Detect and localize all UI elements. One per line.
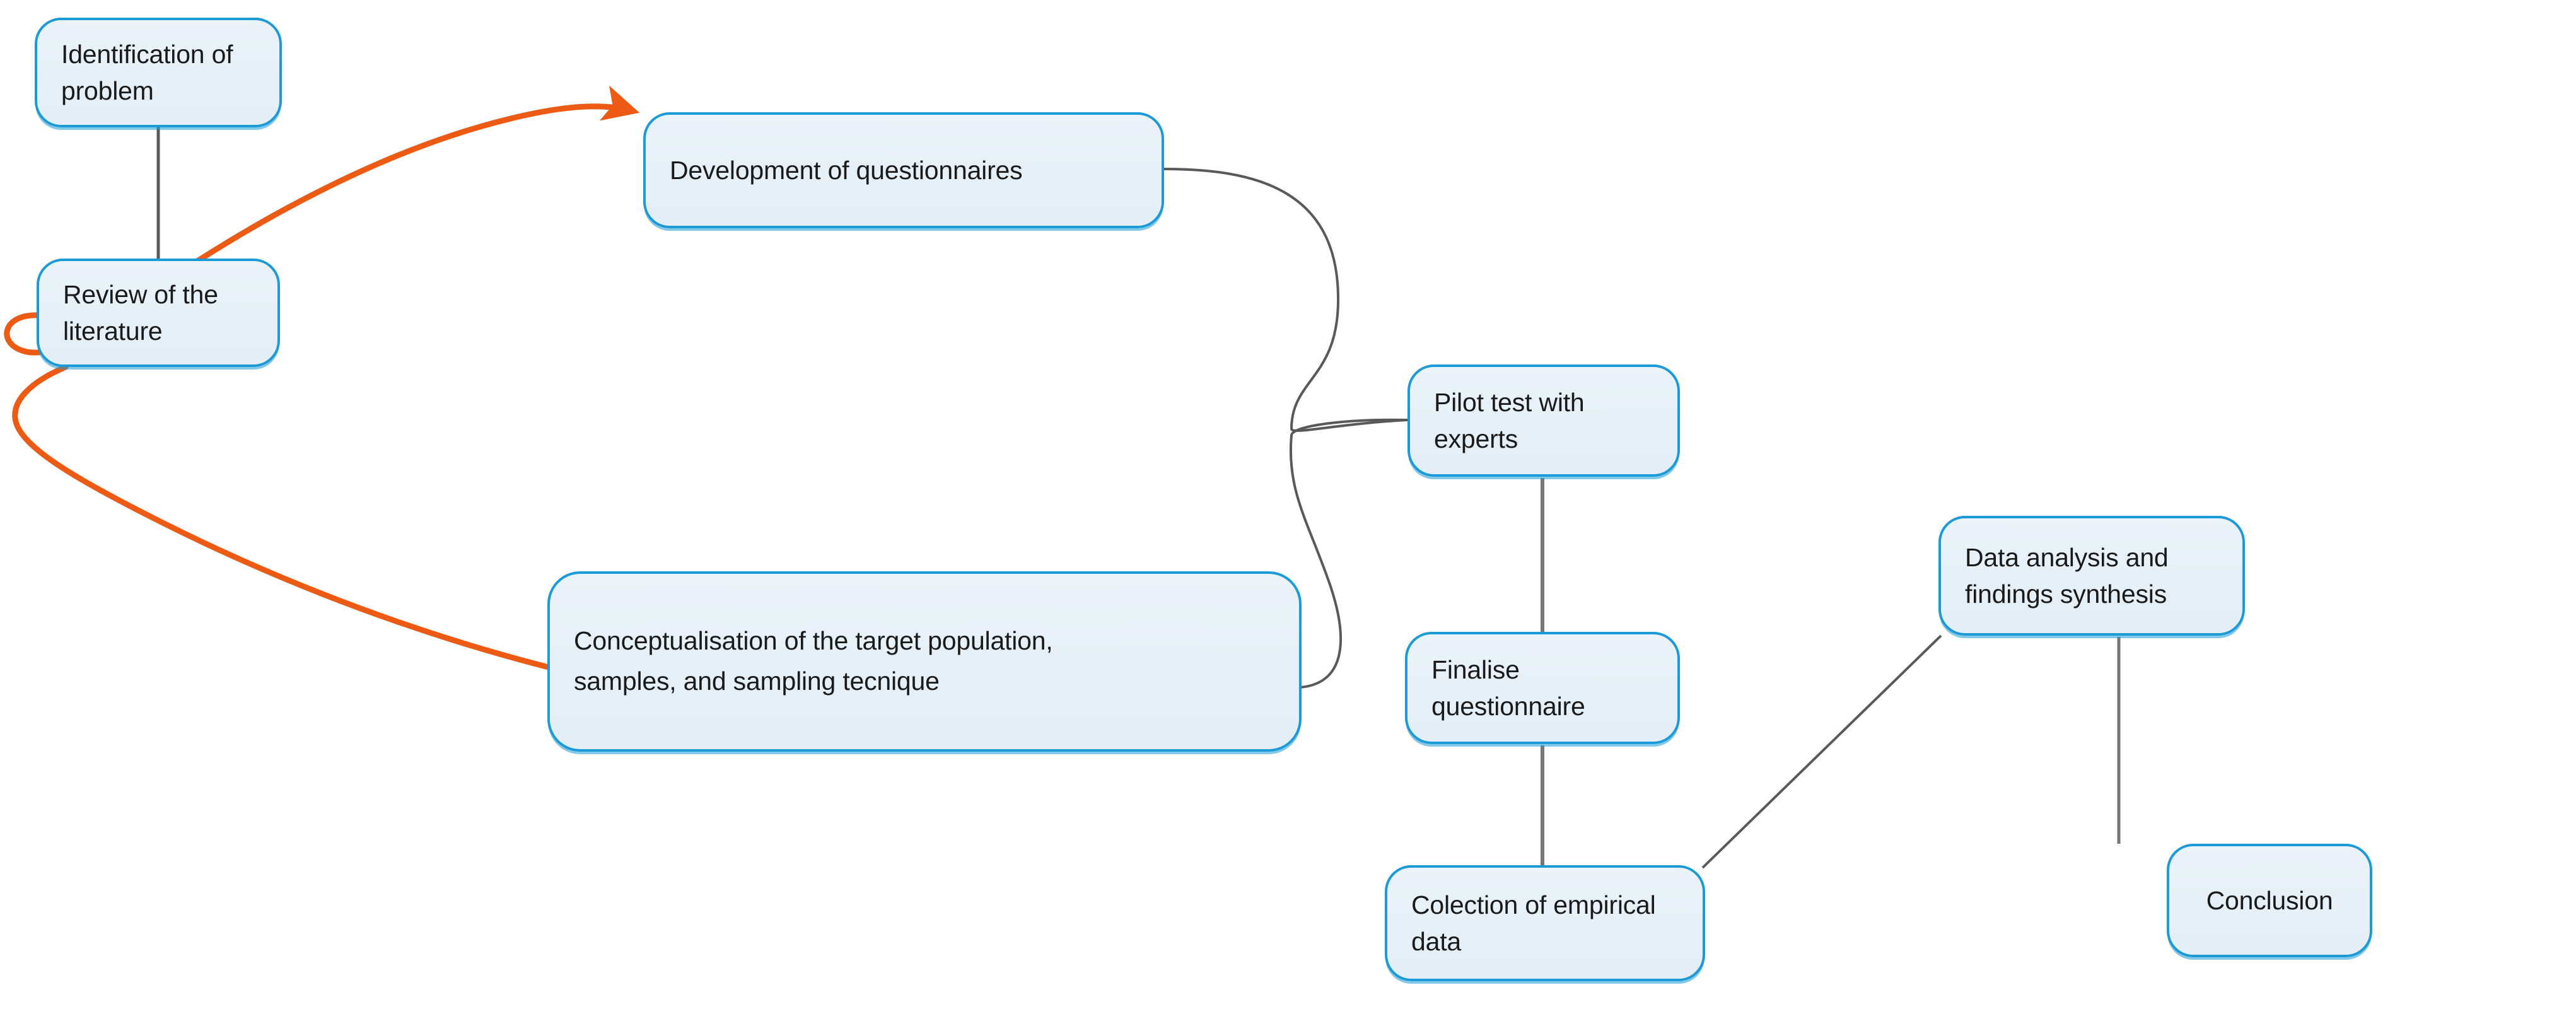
node-label: Conclusion <box>2206 885 2333 915</box>
node-data-analysis-and-findings-synthesis[interactable]: Data analysis and findings synthesis <box>1938 516 2245 636</box>
edge-review-conceptualisation <box>12 364 644 700</box>
node-label: Pilot test with experts <box>1434 387 1585 453</box>
node-finalise-questionnaire[interactable]: Finalise questionnaire <box>1405 632 1680 744</box>
node-colection-of-empirical-data[interactable]: Colection of empirical data <box>1385 865 1705 981</box>
node-label: Colection of empirical data <box>1411 890 1656 956</box>
node-conclusion[interactable]: Conclusion <box>2167 844 2372 957</box>
node-label: Review of the literature <box>63 279 218 346</box>
node-label: Development of questionnaires <box>670 155 1023 185</box>
node-label: Conceptualisation of the target populati… <box>574 626 1053 696</box>
node-review-of-the-literature[interactable]: Review of the literature <box>37 259 280 367</box>
node-label: Data analysis and findings synthesis <box>1965 542 2169 609</box>
node-pilot-test-with-experts[interactable]: Pilot test with experts <box>1407 364 1680 477</box>
node-label: Finalise questionnaire <box>1431 655 1585 721</box>
edge-colection-dataanalysis <box>1701 634 1942 869</box>
node-development-of-questionnaires[interactable]: Development of questionnaires <box>643 112 1164 228</box>
edge-development-pilot <box>1163 168 1408 432</box>
edge-conceptualisation-pilot <box>1289 418 1408 689</box>
node-identification-of-problem[interactable]: Identification of problem <box>35 18 282 127</box>
node-label: Identification of problem <box>61 39 233 105</box>
node-conceptualisation-of-target-population[interactable]: Conceptualisation of the target populati… <box>547 571 1302 752</box>
